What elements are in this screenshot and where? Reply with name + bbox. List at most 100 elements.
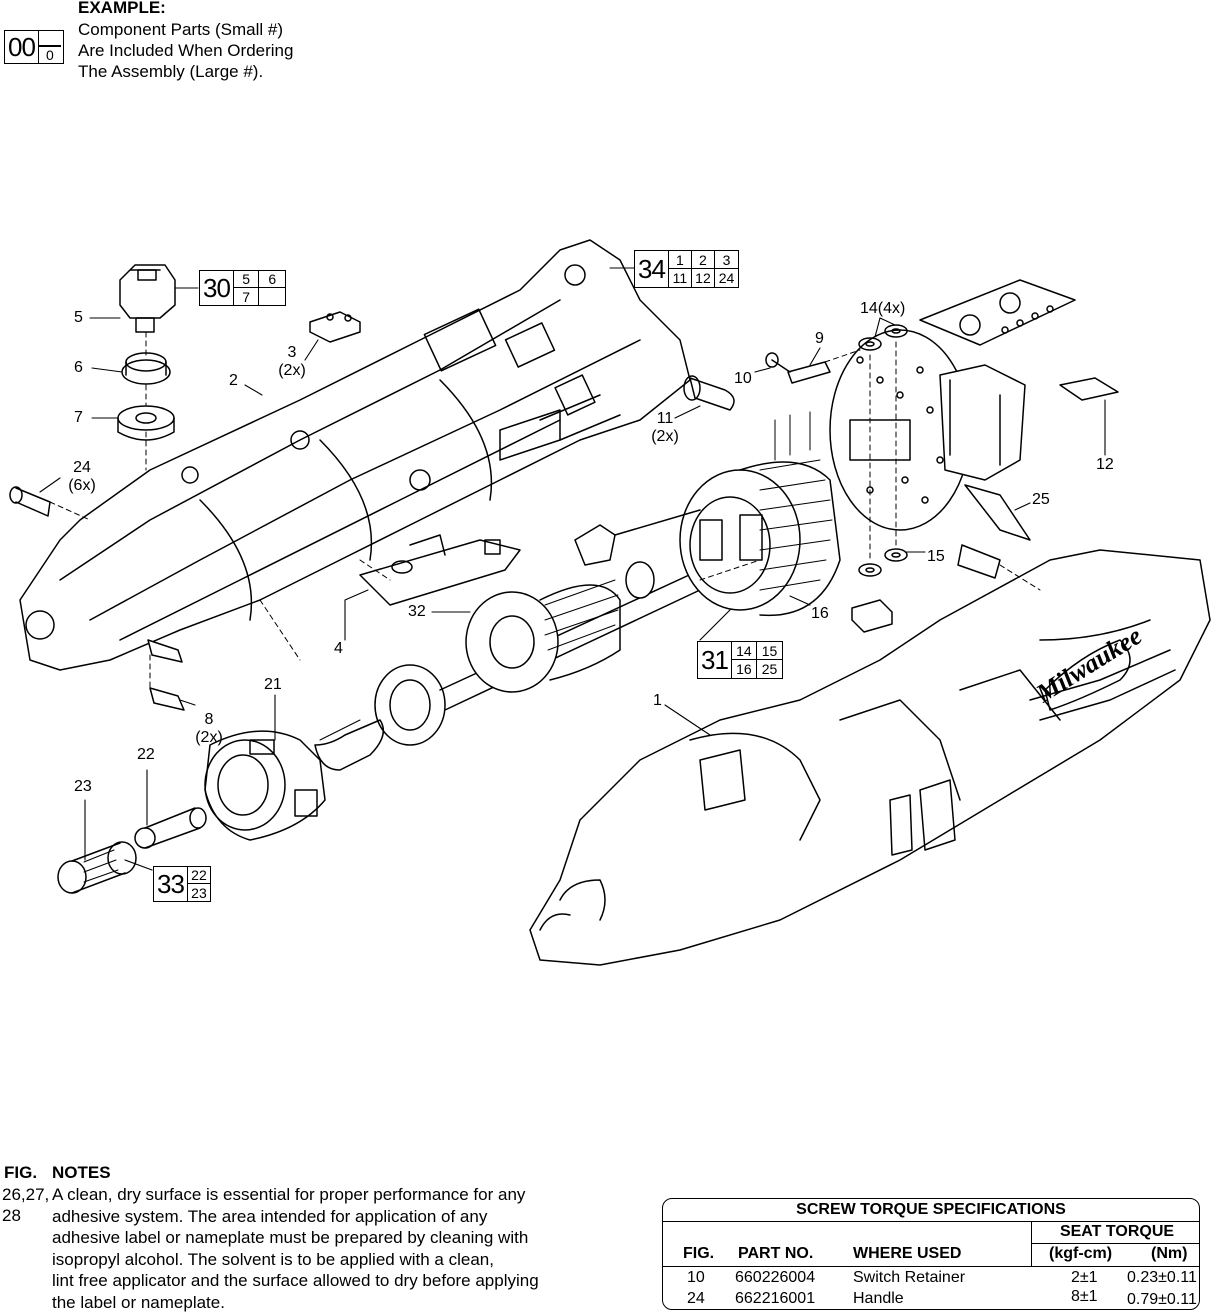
example-assembly-box: 00 0 — [4, 30, 64, 64]
assembly-30-component: 7 — [234, 288, 260, 305]
slide-switch-part — [359, 534, 521, 606]
notes-line: the label or nameplate. — [52, 1292, 225, 1312]
col-kgf-cm: (kgf-cm) — [1049, 1245, 1113, 1262]
notes-line: isopropyl alcohol. The solvent is to be … — [52, 1249, 494, 1269]
callout-25: 25 — [1032, 491, 1050, 508]
row-1-part: 660226004 — [735, 1269, 816, 1286]
assembly-30-component — [259, 288, 285, 305]
notes-fig-header: FIG. — [4, 1163, 38, 1182]
outer-housing-part — [529, 549, 1211, 966]
callout-12: 12 — [1096, 456, 1114, 473]
assembly-34-component: 1 — [668, 251, 692, 269]
callout-3-qty: (2x) — [278, 362, 306, 379]
alignment-lines — [49, 331, 1041, 689]
row-2-kgf: 8±1 — [1071, 1288, 1098, 1305]
col-nm: (Nm) — [1151, 1245, 1188, 1262]
assembly-33-component: 22 — [187, 867, 210, 884]
exploded-view-drawing — [9, 239, 1211, 966]
row-2-part: 662216001 — [735, 1290, 816, 1307]
callout-3: 3 (2x) — [277, 344, 307, 380]
notes-line: adhesive system. The area intended for a… — [52, 1206, 488, 1226]
col-fig: FIG. — [683, 1245, 715, 1262]
assembly-box-30: 30 5 6 7 — [199, 270, 286, 306]
callout-32: 32 — [408, 603, 426, 620]
clip-part — [309, 311, 361, 343]
assembly-31-component: 15 — [756, 642, 782, 660]
row-2-fig: 24 — [687, 1290, 705, 1307]
row-1-where: Switch Retainer — [853, 1269, 966, 1286]
row-2-where: Handle — [853, 1290, 904, 1307]
callout-2: 2 — [229, 372, 238, 389]
callout-14: 14(4x) — [860, 300, 906, 317]
callout-10: 10 — [734, 370, 752, 387]
torque-title: SCREW TORQUE SPECIFICATIONS — [796, 1201, 1066, 1218]
row-1-kgf: 2±1 — [1071, 1269, 1098, 1286]
assembly-34-component: 11 — [669, 269, 692, 287]
callout-24: 24 (6x) — [64, 459, 100, 495]
torque-col-divider — [1031, 1221, 1032, 1267]
callout-23: 23 — [74, 778, 92, 795]
col-where-used: WHERE USED — [853, 1245, 962, 1262]
torque-table: SCREW TORQUE SPECIFICATIONS SEAT TORQUE … — [662, 1198, 1200, 1310]
cylinder-part — [683, 375, 1001, 579]
row-1-nm: 0.23±0.11 — [1127, 1269, 1197, 1286]
assembly-box-33: 33 22 23 — [153, 866, 211, 902]
example-line-1: Component Parts (Small #) — [78, 20, 284, 39]
callout-6: 6 — [74, 359, 83, 376]
example-box-small: 0 — [38, 46, 61, 63]
callout-8-qty: (2x) — [195, 729, 223, 746]
clip-12-part — [1059, 377, 1119, 401]
notes-fig-ref-2: 28 — [2, 1206, 21, 1225]
callout-8-number: 8 — [204, 711, 214, 728]
rear-bracket-part — [939, 364, 1026, 481]
notes-line: adhesive label or nameplate must be prep… — [52, 1228, 529, 1247]
circuit-board-part — [774, 329, 971, 531]
assembly-number-30: 30 — [203, 272, 231, 303]
col-part-no: PART NO. — [738, 1245, 814, 1262]
callout-11: 11 (2x) — [648, 410, 682, 446]
collet-part — [134, 807, 207, 849]
callout-11-qty: (2x) — [651, 428, 679, 445]
example-line-2: Are Included When Ordering — [78, 41, 294, 60]
assembly-34-component: 3 — [714, 251, 738, 269]
brush-part — [574, 509, 701, 566]
assembly-33-component: 23 — [191, 884, 207, 901]
row-2-nm: 0.79±0.11 — [1127, 1291, 1197, 1308]
membrane-plate-part — [919, 279, 1076, 346]
notes-line: lint free applicator and the surface all… — [52, 1271, 539, 1290]
example-box-big: 00 — [8, 31, 36, 62]
assembly-34-component: 24 — [718, 270, 735, 286]
example-box-empty — [38, 31, 61, 46]
collet-nut-part — [57, 841, 137, 894]
assembly-box-31: 31 14 15 16 25 — [697, 641, 783, 679]
callout-1: 1 — [653, 692, 662, 709]
assembly-30-component: 5 — [233, 271, 260, 288]
screw-part — [9, 486, 51, 517]
assembly-31-component: 25 — [761, 661, 778, 677]
torque-title-divider — [663, 1221, 1199, 1222]
callout-3-number: 3 — [287, 344, 297, 361]
washer-part — [858, 324, 908, 577]
leader-lines — [39, 267, 1106, 871]
spring-part — [121, 352, 171, 385]
example-title: EXAMPLE: — [78, 0, 166, 17]
assembly-34-component: 2 — [691, 251, 715, 269]
assembly-34-component: 12 — [692, 269, 715, 287]
callout-15: 15 — [927, 548, 945, 565]
seat-torque-header: SEAT TORQUE — [1059, 1223, 1175, 1240]
torque-header-divider — [663, 1266, 1199, 1267]
callout-4: 4 — [334, 640, 343, 657]
notes-line: A clean, dry surface is essential for pr… — [52, 1185, 526, 1204]
callout-7: 7 — [74, 409, 83, 426]
callout-5: 5 — [74, 309, 83, 326]
assembly-31-component: 16 — [732, 660, 757, 678]
clip-8-part — [147, 639, 185, 711]
assembly-31-component: 14 — [731, 642, 757, 660]
callout-21: 21 — [264, 676, 282, 693]
notes-fig-ref-1: 26,27, — [2, 1185, 50, 1204]
clip-small-part — [851, 599, 893, 633]
assembly-number-31: 31 — [701, 644, 729, 675]
retainer-part — [765, 352, 831, 384]
housing-half-part — [19, 239, 691, 671]
callout-11-number: 11 — [656, 410, 674, 427]
